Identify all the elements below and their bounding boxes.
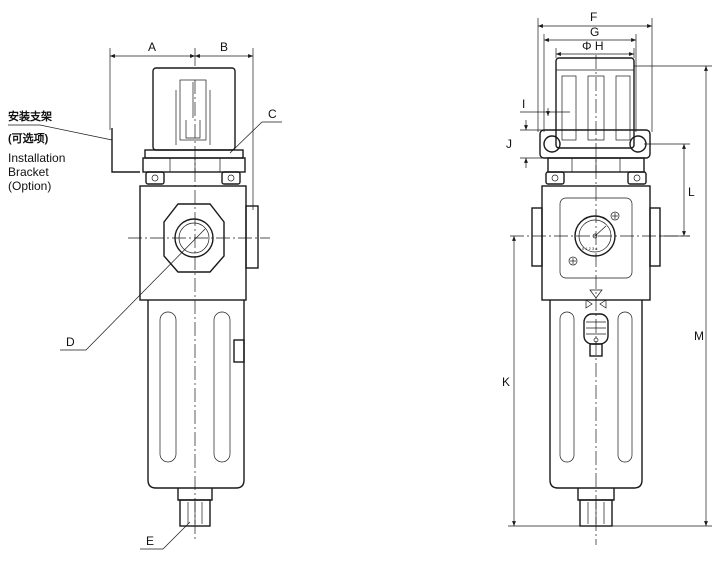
bracket-note-cn-title: 安装支架 bbox=[8, 109, 52, 123]
label-m: M bbox=[694, 329, 704, 343]
label-k: K bbox=[502, 375, 510, 389]
label-a: A bbox=[148, 40, 156, 54]
label-e: E bbox=[146, 534, 154, 548]
front-lock-nut bbox=[545, 157, 647, 185]
label-i: I bbox=[522, 97, 525, 111]
front-knob bbox=[555, 57, 635, 149]
bracket-note-cn-option: (可选项) bbox=[8, 131, 49, 145]
side-view: A B C D E 安装支架 (可选项) Installation Bracke… bbox=[8, 40, 282, 550]
dimension-i bbox=[520, 108, 570, 116]
bracket-note-en-line1: Installation bbox=[8, 151, 65, 165]
label-f: F bbox=[590, 10, 597, 24]
front-body bbox=[531, 185, 661, 301]
lock-nut bbox=[142, 149, 246, 173]
dimension-l bbox=[644, 143, 690, 237]
label-b: B bbox=[220, 40, 228, 54]
label-j: J bbox=[506, 137, 512, 151]
bracket-note-en-line2: Bracket bbox=[8, 165, 49, 179]
front-bowl bbox=[549, 289, 643, 527]
leader-d bbox=[60, 228, 206, 351]
filter-bowl bbox=[147, 300, 245, 527]
gauge-ticks: 0 1 2 3 4 bbox=[582, 246, 598, 251]
label-c: C bbox=[268, 107, 277, 121]
label-g: G bbox=[590, 25, 599, 39]
label-l: L bbox=[688, 185, 695, 199]
dimension-m bbox=[612, 65, 712, 527]
dimension-k bbox=[508, 236, 580, 527]
front-view: 0 1 2 3 4 bbox=[502, 10, 712, 545]
dimension-a-b bbox=[109, 48, 254, 210]
label-h: Φ H bbox=[582, 39, 604, 53]
pressure-gauge: 0 1 2 3 4 bbox=[568, 211, 620, 266]
bracket-note-en-line3: (Option) bbox=[8, 179, 51, 193]
label-d: D bbox=[66, 335, 75, 349]
leader-bracket-note bbox=[8, 124, 113, 141]
adjusting-knob bbox=[152, 67, 236, 151]
leader-e bbox=[140, 521, 191, 550]
dimension-f-g-h bbox=[537, 18, 653, 132]
regulator-body bbox=[139, 185, 259, 301]
leader-c bbox=[229, 121, 282, 154]
installation-bracket bbox=[111, 128, 241, 185]
dimension-j bbox=[520, 120, 548, 168]
